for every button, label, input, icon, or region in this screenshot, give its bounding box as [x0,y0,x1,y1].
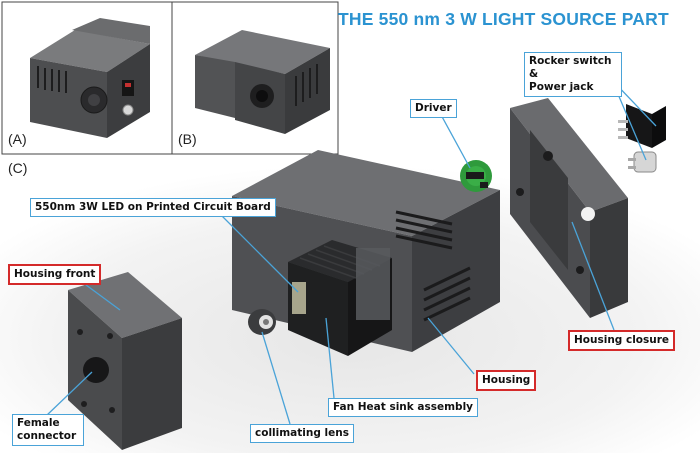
leader-driver [439,112,471,169]
leader-heat-sink [325,317,335,399]
connector-hole-icon [83,357,109,383]
leader-led [217,211,299,293]
fan-heat-sink-part [288,240,392,356]
label-housing-closure: Housing closure [568,330,676,351]
collimating-lens-part [248,309,276,335]
label-housing: Housing [476,370,537,391]
panel-tag-b: (B) [178,131,197,147]
leader-housing [427,317,475,375]
label-rocker-switch: Rocker switch & Power jack [524,52,622,97]
label-housing-front: Housing front [8,264,102,285]
panel-tag-c: (C) [8,160,28,176]
panel-tag-a: (A) [8,131,27,147]
rocker-switch-icon [122,80,134,96]
leader-female [45,371,93,417]
label-collimating-lens: collimating lens [250,424,354,443]
label-female-connector: Female connector [12,414,84,446]
label-fan-heat-sink: Fan Heat sink assembly [328,398,479,417]
driver-part [460,160,492,192]
leader-closure [571,221,615,331]
housing-closure-part [510,98,628,318]
fan-icon [356,248,390,320]
power-jack-icon [122,104,134,116]
leader-lens [261,331,291,425]
diagram-title: THE 550 nm 3 W LIGHT SOURCE PART [338,9,669,29]
label-led-pcb: 550nm 3W LED on Printed Circuit Board [30,198,276,217]
rocker-switch-part [618,104,666,173]
leader-housing-front [81,281,121,311]
assembled-unit-back [30,18,150,138]
housing-front-part [68,272,182,450]
label-driver: Driver [410,99,457,118]
power-jack-part [633,151,657,173]
jack-hole-icon [581,207,595,221]
assembled-unit-front [195,30,330,134]
